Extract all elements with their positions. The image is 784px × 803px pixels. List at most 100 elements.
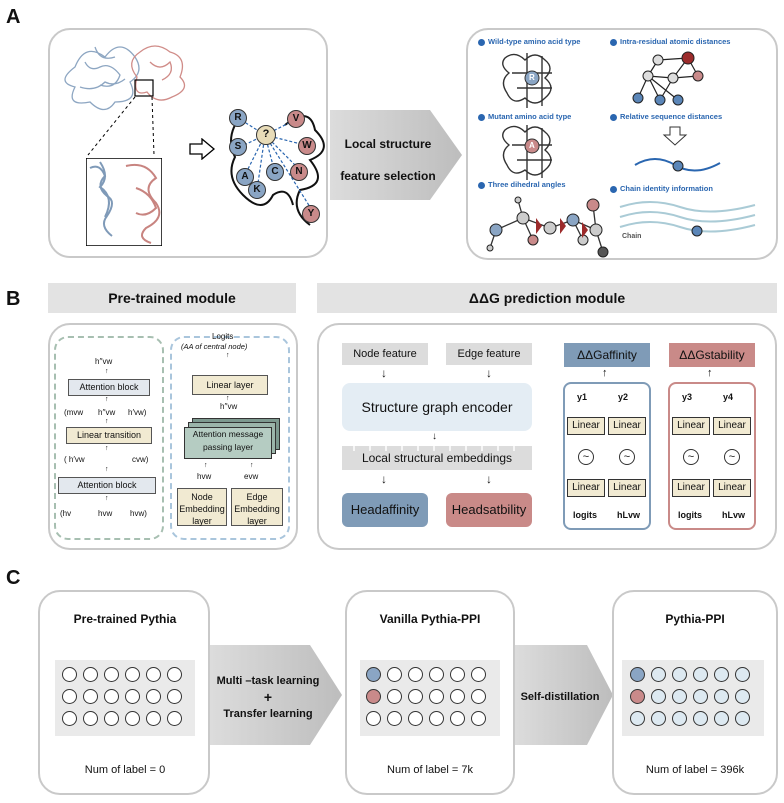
multitask-arrow: [210, 645, 342, 745]
row-hvw: hvw: [98, 509, 113, 518]
node-circle: [146, 667, 161, 682]
stability-activation-1: ~: [683, 449, 699, 465]
node-circle: [471, 667, 486, 682]
node-circle: [735, 667, 750, 682]
affinity-linear-top-2: Linear: [608, 417, 646, 435]
feature-dihedral: Three dihedral angles: [478, 180, 566, 189]
node-circle: [104, 711, 119, 726]
row-hpp: h′′vw: [98, 408, 116, 417]
node-circle: [387, 667, 402, 682]
node-circle: [408, 689, 423, 704]
head-stability: Headsatbility: [446, 493, 532, 527]
node-circle: [366, 689, 381, 704]
pretrained-right-dashed: [170, 336, 290, 540]
node-circle: [651, 689, 666, 704]
row-h-prime: ( h′vw: [64, 455, 85, 464]
mutant-structure-icon: [502, 125, 552, 180]
node-circle: [630, 711, 645, 726]
panel-b-letter: B: [6, 288, 21, 310]
node-circle: [630, 667, 645, 682]
attention-msg-passing-layer: Attention message passing layer: [184, 427, 272, 459]
self-distillation-label: Self-distillation: [520, 691, 600, 703]
card-1-num-label: Num of label = 0: [84, 764, 166, 776]
pretrained-left-dashed: [54, 336, 164, 540]
feature-intra-residual: Intra-residual atomic distances: [610, 37, 730, 46]
arrow-down-stab: ↓: [486, 472, 492, 486]
residue-W: W: [298, 137, 316, 155]
node-circle: [366, 667, 381, 682]
node-circle: [735, 689, 750, 704]
node-circle: [672, 667, 687, 682]
protein-complex-illustration: [64, 45, 186, 111]
node-circle: [387, 711, 402, 726]
node-circle: [471, 711, 486, 726]
stability-linear-top-1: Linear: [672, 417, 710, 435]
stability-linear-bottom-2: Linear: [713, 479, 751, 497]
arrow-down-edge: ↓: [486, 366, 492, 380]
dihedral-angles-icon: [486, 196, 609, 258]
multitask-plus: +: [263, 689, 273, 705]
row-hvw2: hvw): [130, 509, 147, 518]
arrow-up-3: ↑: [105, 418, 109, 425]
h-vw-label: hvw: [197, 472, 212, 481]
row-c: cvw): [132, 455, 149, 464]
chain-identity-icon: [619, 201, 756, 237]
arrow-down-enc: ↓: [432, 431, 437, 442]
node-circle: [429, 711, 444, 726]
node-circle: [62, 689, 77, 704]
residue-V: V: [287, 110, 305, 128]
arrow-down-aff: ↓: [381, 472, 387, 486]
node-circle: [125, 689, 140, 704]
ddg-stability-label-box: ΔΔGstability: [669, 343, 755, 367]
residue-Y: Y: [302, 205, 320, 223]
residue-R: R: [229, 109, 247, 127]
pretrained-module-header: Pre-trained module: [48, 283, 296, 313]
node-circle: [387, 689, 402, 704]
e-vw-label: evw: [244, 472, 259, 481]
node-circle: [429, 689, 444, 704]
arrow-up-8: ↑: [226, 395, 230, 402]
node-circle: [125, 667, 140, 682]
stability-linear-bottom-1: Linear: [672, 479, 710, 497]
intra-residual-atoms-icon: [632, 51, 704, 106]
node-circle: [83, 711, 98, 726]
node-circle: [83, 689, 98, 704]
arrow-label-line2: feature selection: [340, 169, 436, 183]
node-circle: [62, 667, 77, 682]
edge-feature-box: Edge feature: [446, 343, 532, 365]
row-m: (mvw: [64, 408, 84, 417]
panel-c-letter: C: [6, 567, 21, 589]
node-circle: [450, 667, 465, 682]
node-circle: [693, 711, 708, 726]
zoom-lines: [87, 96, 155, 156]
arrow-up-6: ↑: [105, 495, 109, 502]
node-circle: [167, 667, 182, 682]
affinity-y1: y1: [577, 392, 588, 402]
node-circle: [714, 711, 729, 726]
embedding-grid-lines: [353, 446, 515, 451]
feature-chain-identity: Chain identity information: [610, 184, 713, 193]
affinity-linear-bottom-2: Linear: [608, 479, 646, 497]
residue-S: S: [229, 138, 247, 156]
affinity-input-logits: logits: [573, 510, 597, 520]
residue-K: K: [248, 181, 266, 199]
node-circle: [429, 667, 444, 682]
residue-C: C: [266, 163, 284, 181]
mutant-letter: A: [529, 141, 535, 150]
card-2-title: Vanilla Pythia-PPI: [379, 612, 481, 626]
self-distillation-arrow: [515, 645, 613, 745]
arrow-up-aff-out: ↑: [602, 367, 608, 379]
node-circle: [672, 711, 687, 726]
residue-N: N: [290, 163, 308, 181]
ddg-module-header: ΔΔG prediction module: [317, 283, 777, 313]
node-circle: [651, 667, 666, 682]
feature-wild-type: Wild-type amino acid type: [478, 37, 580, 46]
chain-label: Chain: [622, 233, 642, 240]
card-3-num-label: Num of label = 396k: [645, 764, 745, 776]
stability-mlp-box: [668, 382, 756, 530]
node-circle: [471, 689, 486, 704]
row-hpp2: h′vw): [128, 408, 147, 417]
node-circle: [167, 711, 182, 726]
stability-y3: y3: [682, 392, 693, 402]
stability-activation-2: ~: [724, 449, 740, 465]
